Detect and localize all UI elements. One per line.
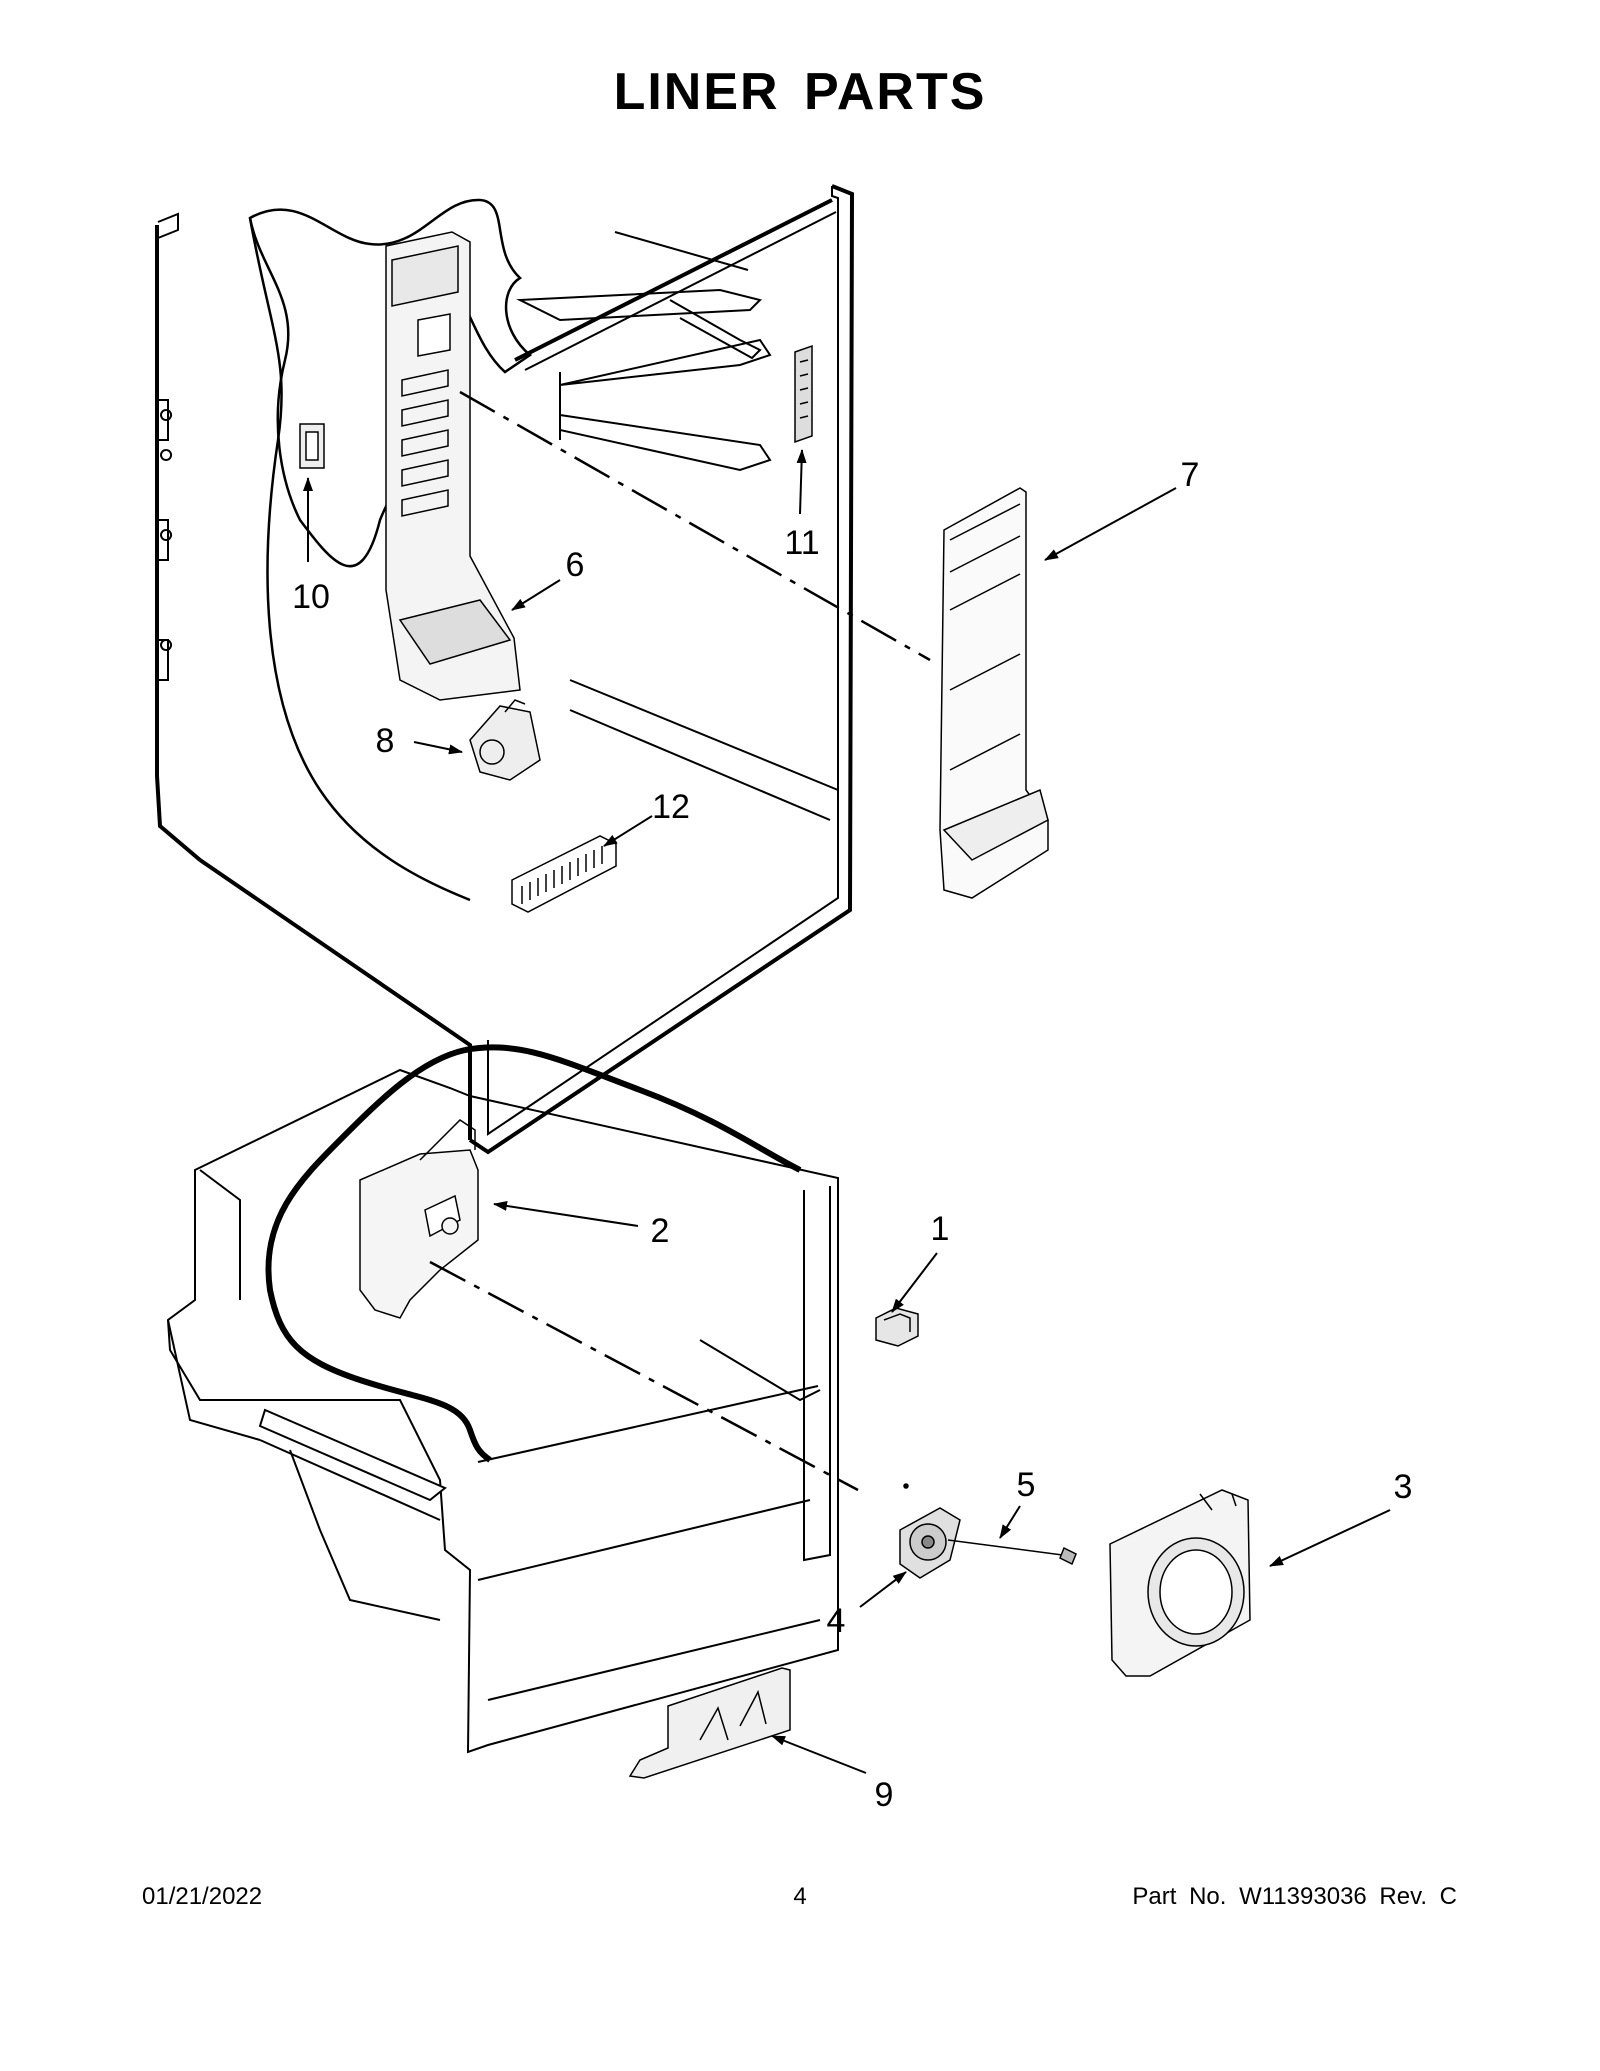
part-2-evaporator-cover — [359, 1119, 479, 1319]
callout-2: 2 — [651, 1212, 670, 1250]
footer-part-number: Part No. W11393036 Rev. C — [1132, 1883, 1457, 1910]
leader-5 — [999, 1505, 1021, 1539]
callout-12: 12 — [652, 788, 690, 826]
alignment-line-lower — [429, 1260, 859, 1492]
part-9-bracket — [628, 1667, 791, 1779]
leader-lines — [303, 449, 1391, 1774]
callout-4: 4 — [827, 1602, 846, 1640]
callout-5: 5 — [1017, 1466, 1036, 1504]
part-8-damper — [469, 699, 541, 781]
leader-7 — [1044, 487, 1177, 561]
leader-8 — [413, 741, 463, 755]
leader-4 — [859, 1571, 907, 1608]
leader-12 — [603, 815, 653, 847]
alignment-line-upper — [459, 390, 931, 662]
leader-9 — [771, 1735, 867, 1774]
callout-6: 6 — [566, 546, 585, 584]
part-3-fan-shroud — [1109, 1489, 1251, 1677]
leader-6 — [511, 579, 561, 611]
part-12-grille — [511, 835, 617, 913]
callout-8: 8 — [376, 722, 395, 760]
callout-3: 3 — [1394, 1468, 1413, 1506]
freezer-gasket — [265, 1044, 802, 1463]
leader-11 — [796, 449, 807, 515]
part-7-rear-panel — [939, 487, 1049, 899]
leader-3 — [1269, 1509, 1391, 1567]
callout-7: 7 — [1181, 456, 1200, 494]
part-4-fan — [899, 1507, 961, 1579]
callout-11: 11 — [784, 524, 819, 562]
page-title: LINER PARTS — [613, 63, 987, 121]
footer-page-number: 4 — [793, 1883, 807, 1910]
leader-2 — [493, 1201, 639, 1227]
part-10-connector — [299, 423, 325, 469]
freezer-liner — [166, 1068, 839, 1754]
callout-1: 1 — [931, 1210, 950, 1248]
leader-1 — [891, 1252, 938, 1313]
part-5-wire — [903, 1483, 1077, 1566]
part-1-clip — [875, 1307, 919, 1347]
part-6-air-duct — [385, 231, 521, 701]
part-11-sensor-strip — [794, 344, 813, 444]
callout-10: 10 — [292, 578, 330, 616]
footer-date: 01/21/2022 — [142, 1883, 263, 1910]
callout-9: 9 — [875, 1776, 894, 1814]
